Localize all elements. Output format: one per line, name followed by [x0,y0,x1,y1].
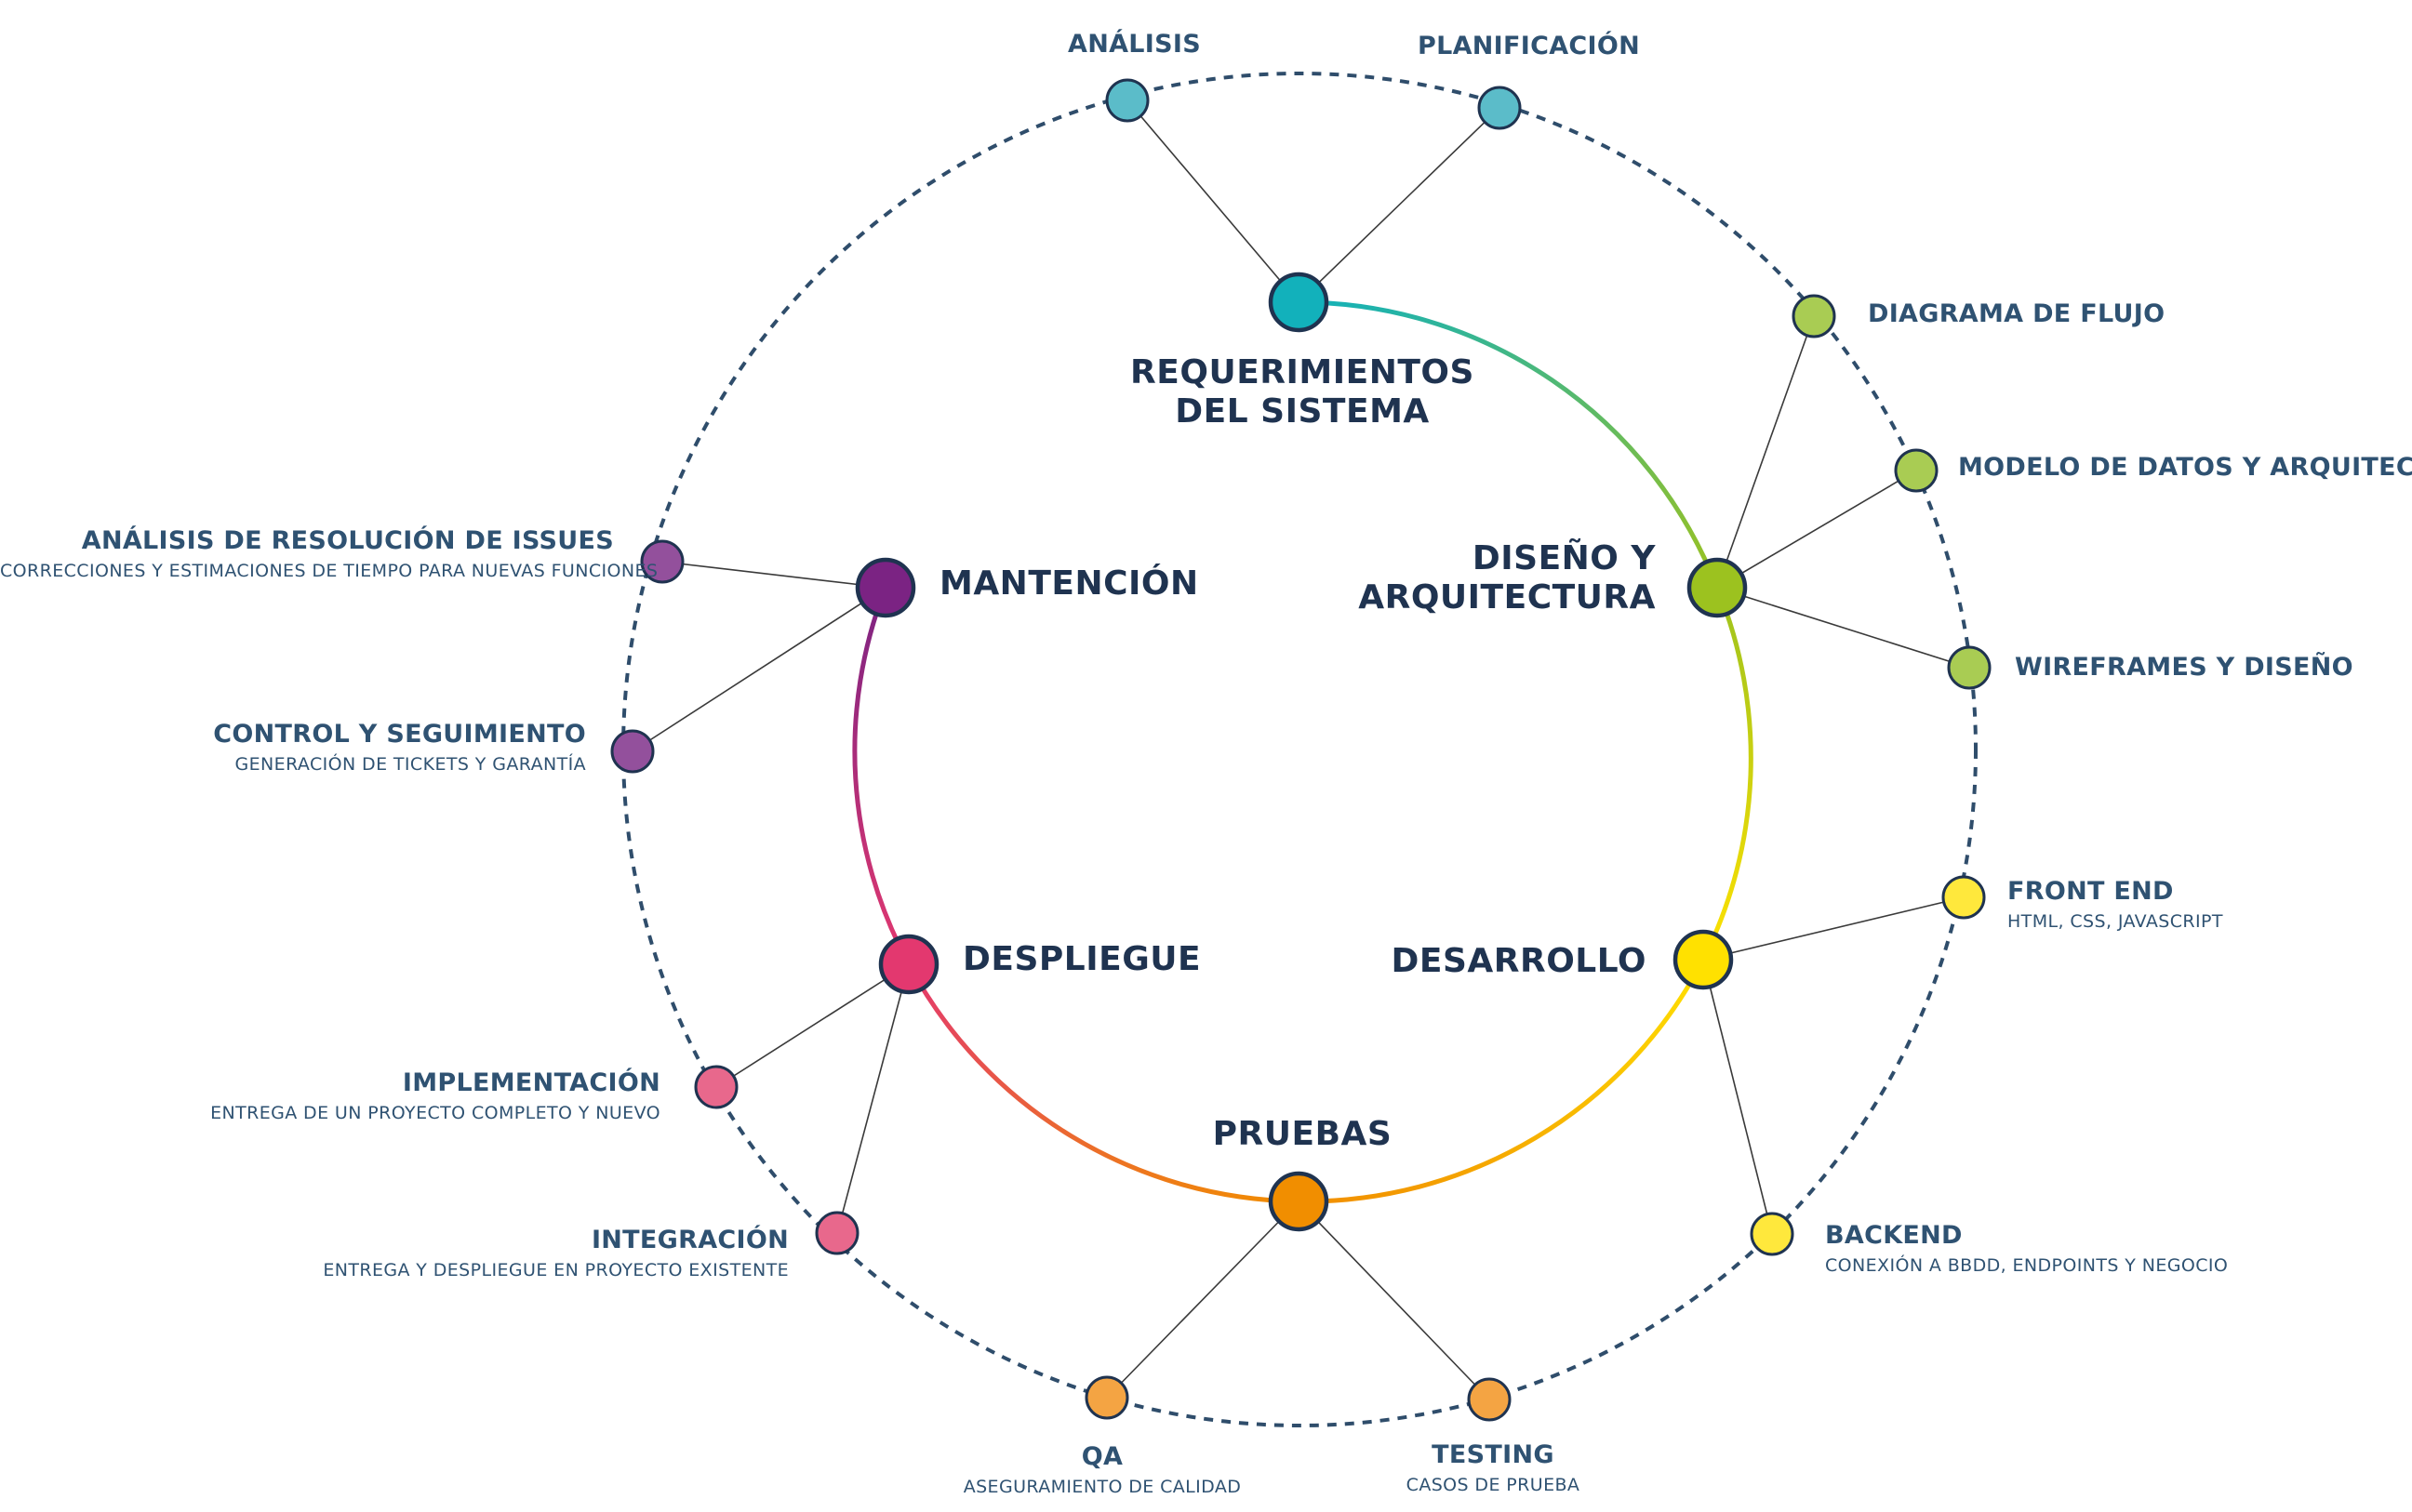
phase-label-requerimientos: REQUERIMIENTOS DEL SISTEMA [1130,353,1474,431]
connector-qa [1106,1200,1299,1399]
arc-requerimientos-diseno [1298,299,1720,589]
connector-frontend [1702,896,1965,961]
connector-planificacion [1298,107,1500,303]
phase-label-diseno: DISEÑO Y ARQUITECTURA [1358,539,1656,617]
arc-despliegue-mantencion [852,587,912,966]
sub-node-analisis [1105,78,1150,123]
connector-analisis [1126,99,1299,303]
sub-node-modelo [1894,448,1939,493]
phase-label-desarrollo: DESARROLLO [1391,942,1646,980]
connector-issues [661,561,886,589]
sub-label-planificacion: PLANIFICACIÓN [1418,32,1641,60]
sub-node-diagrama [1792,294,1836,338]
sub-label-modelo: MODELO DE DATOS Y ARQUITECTURA [1958,453,2412,482]
phase-label-mantencion: MANTENCIÓN [939,564,1199,603]
sub-node-integracion [815,1211,860,1255]
connector-backend [1702,959,1773,1235]
connector-modelo [1716,470,1917,589]
sub-node-implementacion [694,1065,739,1109]
connector-control [632,587,886,752]
phase-cycle [852,299,1753,1204]
connector-implementacion [715,963,910,1088]
connector-integracion [836,963,910,1234]
sub-node-backend [1750,1212,1794,1256]
phase-node-mantencion [855,557,916,618]
phase-label-despliegue: DESPLIEGUE [963,940,1202,978]
connector-wireframes [1716,587,1970,669]
arc-pruebas-despliegue [906,962,1299,1204]
connector-diagrama [1716,315,1815,589]
sub-node-qa [1085,1375,1129,1420]
sub-label-analisis: ANÁLISIS [1068,30,1201,59]
arc-desarrollo-pruebas [1298,958,1706,1204]
phase-node-requerimientos [1268,272,1329,333]
phase-label-pruebas: PRUEBAS [1212,1115,1393,1153]
phase-node-desarrollo [1672,929,1734,990]
arc-diseno-desarrollo [1700,587,1753,962]
sub-node-issues [640,539,685,584]
nodes [610,78,1992,1422]
sub-node-control [610,729,655,774]
connector-lines [632,99,1970,1400]
connector-testing [1298,1200,1490,1400]
sub-node-wireframes [1947,645,1992,690]
sub-label-wireframes: WIREFRAMES Y DISEÑO [2015,653,2353,682]
sub-label-diagrama: DIAGRAMA DE FLUJO [1868,299,2165,328]
phase-node-diseno [1686,557,1748,618]
sub-node-frontend [1941,875,1986,920]
sub-node-planificacion [1477,86,1522,130]
phase-node-despliegue [878,934,939,995]
phase-node-pruebas [1268,1171,1329,1232]
sub-node-testing [1467,1377,1512,1422]
